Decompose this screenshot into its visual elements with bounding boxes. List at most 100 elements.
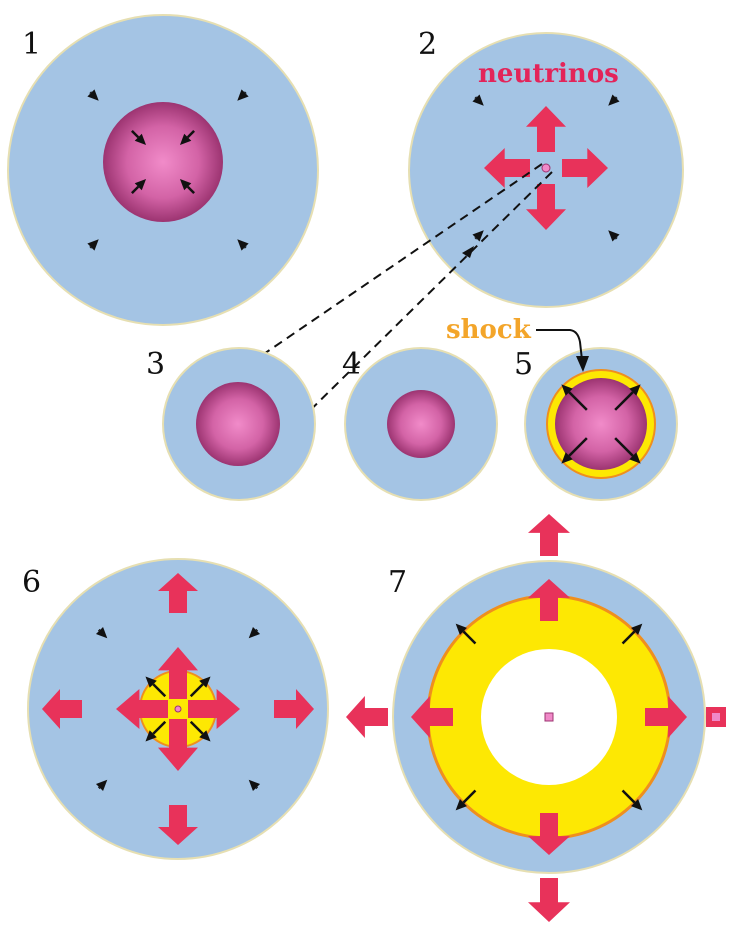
small-arrow-shaft (189, 683, 204, 698)
zoom-line-lower (279, 171, 553, 441)
small-arrow-shaft (621, 630, 636, 645)
core (103, 102, 223, 222)
small-arrow-shaft (131, 185, 140, 194)
stage-number: 6 (22, 565, 41, 600)
outward-arrows (561, 384, 641, 464)
small-arrow-shaft (189, 720, 204, 735)
core (196, 382, 280, 466)
small-arrow-head (134, 178, 147, 191)
small-arrow-head (87, 89, 99, 101)
escaping-fragment-center (712, 713, 720, 721)
big-arrow (528, 579, 570, 621)
small-arrow-shaft (615, 96, 618, 99)
small-arrow-shaft (474, 237, 477, 240)
ejecta-arrows (411, 579, 687, 855)
big-arrow (346, 696, 388, 738)
big-arrow (562, 148, 608, 188)
small-arrow-shaft (186, 185, 195, 194)
small-arrow-head (248, 779, 261, 792)
shock-pointer (536, 329, 583, 361)
neutrino-arrows (484, 106, 608, 230)
infall-arrows (95, 626, 261, 792)
collapse-arrows-outer (87, 89, 249, 251)
small-arrow-head (237, 89, 249, 101)
small-arrow-head (629, 384, 641, 396)
neutrinos-label: neutrinos (478, 59, 619, 89)
shock-arrows (455, 623, 643, 811)
big-arrow (411, 696, 453, 738)
inner-neutrino-arrows (116, 647, 240, 771)
small-arrow-head (472, 230, 484, 242)
upward-arrow-to-stage-5 (528, 514, 570, 556)
panel-1: 1 (7, 14, 319, 326)
panel-3: 3 (146, 347, 316, 501)
small-arrow-shaft (255, 628, 259, 632)
small-arrow-head (145, 730, 157, 742)
big-arrow (42, 689, 82, 729)
big-arrow (528, 514, 570, 556)
small-arrow-head (199, 730, 211, 742)
big-arrow (484, 148, 530, 188)
small-arrow-shaft (621, 789, 636, 804)
small-arrow-shaft (614, 391, 634, 411)
small-arrow-head (87, 239, 99, 251)
core-remnant (541, 163, 551, 173)
small-arrow-shaft (244, 246, 247, 249)
small-arrow-shaft (568, 437, 588, 457)
leftward-arrow-to-stage-6 (346, 696, 388, 738)
stage-number: 3 (146, 347, 165, 382)
small-arrow-shaft (89, 91, 92, 94)
big-arrow (158, 647, 198, 699)
big-arrow (188, 689, 240, 729)
small-arrow-head (455, 623, 467, 635)
small-arrow-shaft (97, 628, 101, 632)
small-arrow-head (608, 94, 620, 106)
small-arrow-shaft (462, 630, 477, 645)
small-arrow-head (95, 626, 108, 639)
small-arrow-head (631, 799, 643, 811)
small-arrow-shaft (152, 720, 167, 735)
panel-6: 6 (22, 558, 329, 860)
small-arrow-head (95, 779, 108, 792)
small-arrow-shaft (131, 130, 140, 139)
big-arrow (116, 689, 168, 729)
small-arrow-shaft (614, 437, 634, 457)
infall-arrows (472, 94, 620, 242)
small-arrow-shaft (462, 789, 477, 804)
small-arrow-head (248, 626, 261, 639)
collapse-arrows-inner (131, 130, 195, 194)
small-arrow-head (179, 178, 192, 191)
small-arrow-shaft (568, 391, 588, 411)
downward-escape-arrow (528, 878, 570, 922)
panel-7: 7 (388, 560, 726, 922)
small-arrow-head (199, 676, 211, 688)
core (387, 390, 455, 458)
small-arrow-shaft (255, 786, 259, 790)
big-arrow (274, 689, 314, 729)
big-arrow (526, 106, 566, 152)
big-arrow (528, 813, 570, 855)
big-arrow (158, 719, 198, 771)
small-arrow-head (608, 230, 620, 242)
zoom-arrowhead (462, 246, 474, 258)
small-arrow-shaft (615, 237, 618, 240)
panel-4: 4 (342, 347, 498, 501)
small-arrow-head (472, 94, 484, 106)
shock-arrows (145, 676, 211, 742)
shock-pointer-head (576, 356, 589, 372)
panel-5: 5 shock (446, 315, 678, 501)
small-arrow-shaft (474, 96, 477, 99)
small-arrow-head (455, 799, 467, 811)
stage-number: 7 (388, 565, 407, 600)
small-arrow-shaft (89, 246, 92, 249)
zoom-line-upper (216, 163, 543, 387)
small-arrow-head (179, 133, 192, 146)
stage-number: 1 (22, 27, 41, 62)
core-remnant (174, 705, 182, 713)
outer-neutrino-arrows (42, 573, 314, 845)
shock-label: shock (446, 315, 532, 345)
stage-number: 2 (418, 27, 437, 62)
stage-number: 5 (514, 347, 533, 382)
panel-2: 2 neutrinos (408, 27, 684, 308)
